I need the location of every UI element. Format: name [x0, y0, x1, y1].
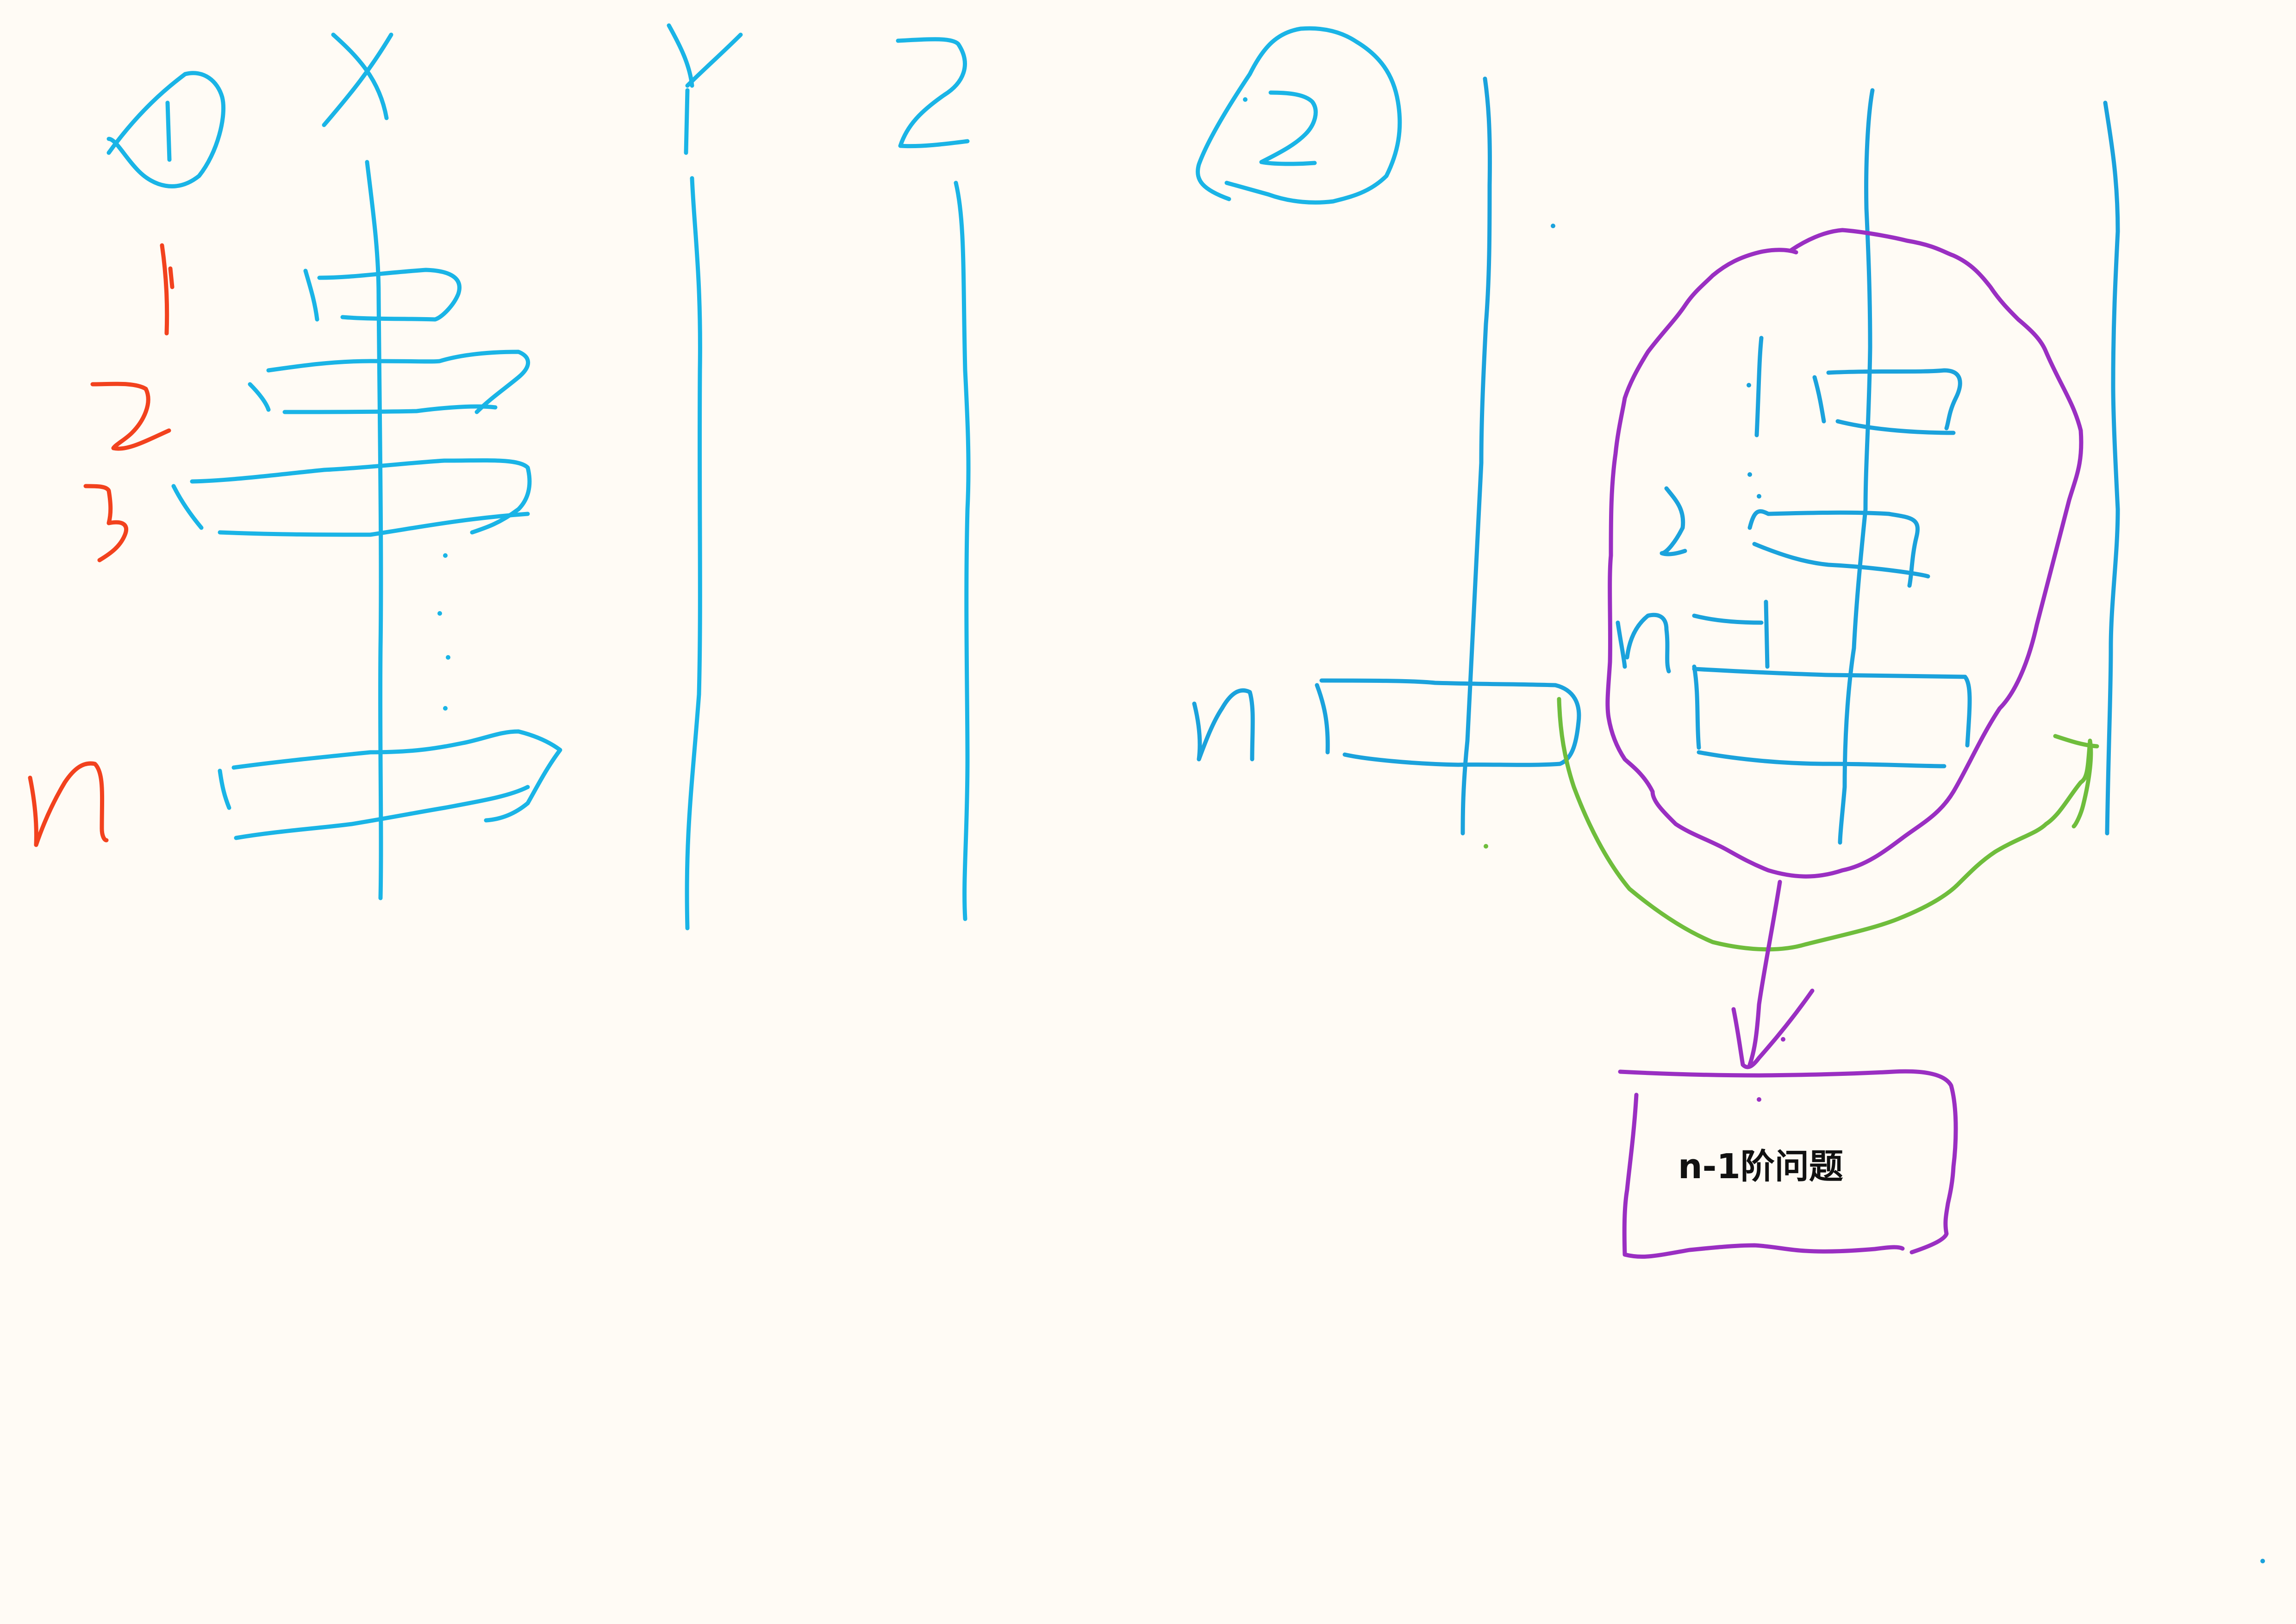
peg-label-z [896, 37, 970, 149]
peg-label-y [667, 23, 743, 155]
subproblem-box-label: n-1阶问题 [1678, 1147, 1843, 1187]
subproblem-box: n-1阶问题 [1618, 1069, 1958, 1259]
scene-1-disk-1 [303, 268, 462, 322]
peg-label-x [322, 32, 393, 127]
scene-1-circled-number-1 [106, 71, 225, 188]
scene-1-number-3 [83, 484, 128, 562]
peg-z [954, 181, 971, 921]
scene-2-peg-middle [1838, 88, 1875, 845]
scene-2-subproblem-loop [1605, 228, 2084, 879]
scene-2-peg-right [2103, 100, 2120, 836]
scene-2: n-1阶问题 [1192, 26, 2265, 1563]
scene-2-circled-number-2 [1196, 26, 1402, 205]
scene-1-number-n [28, 761, 109, 847]
scene-1-number-2 [90, 381, 171, 451]
scene-1-number-1 [160, 243, 175, 336]
scene-2-subproblem-arrow [1731, 880, 1815, 1069]
scene-1 [28, 23, 971, 931]
scene-1-disk-2 [248, 350, 530, 414]
scene-2-move-arrow [1557, 697, 2099, 952]
scene-2-peg-left [1460, 76, 1492, 836]
scene-1-disk-n [218, 729, 562, 840]
scene-2-stack-disks [1616, 336, 1972, 768]
peg-x [365, 160, 383, 900]
scene-2-disk-n [1315, 678, 1581, 767]
scene-1-disk-3 [171, 458, 532, 711]
scene-2-number-n [1192, 688, 1255, 762]
peg-y [685, 176, 702, 931]
